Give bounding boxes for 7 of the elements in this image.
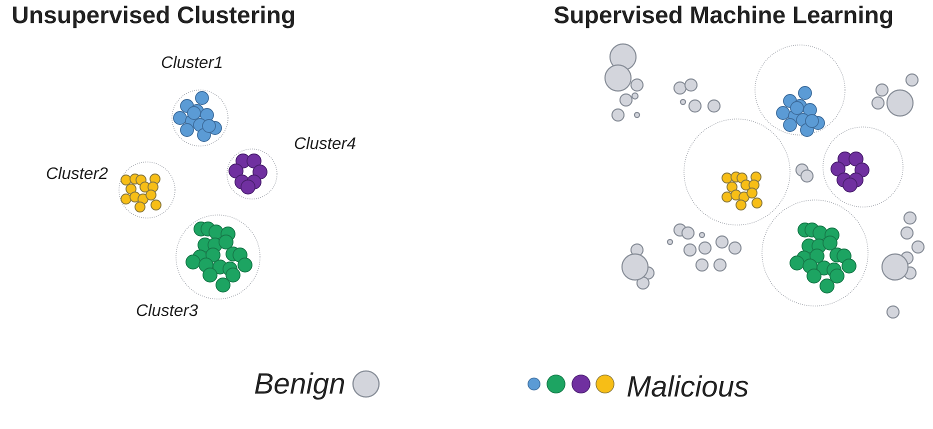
cluster-label: Cluster3 [136,304,198,316]
legend-label: Malicious [628,375,748,397]
cluster-label: Cluster1 [162,56,222,68]
heading: Unsupervised Clustering [13,6,294,28]
cluster-label: Cluster4 [294,136,356,150]
cluster-label: Cluster2 [46,166,108,180]
legend-label: Benign [254,372,344,400]
